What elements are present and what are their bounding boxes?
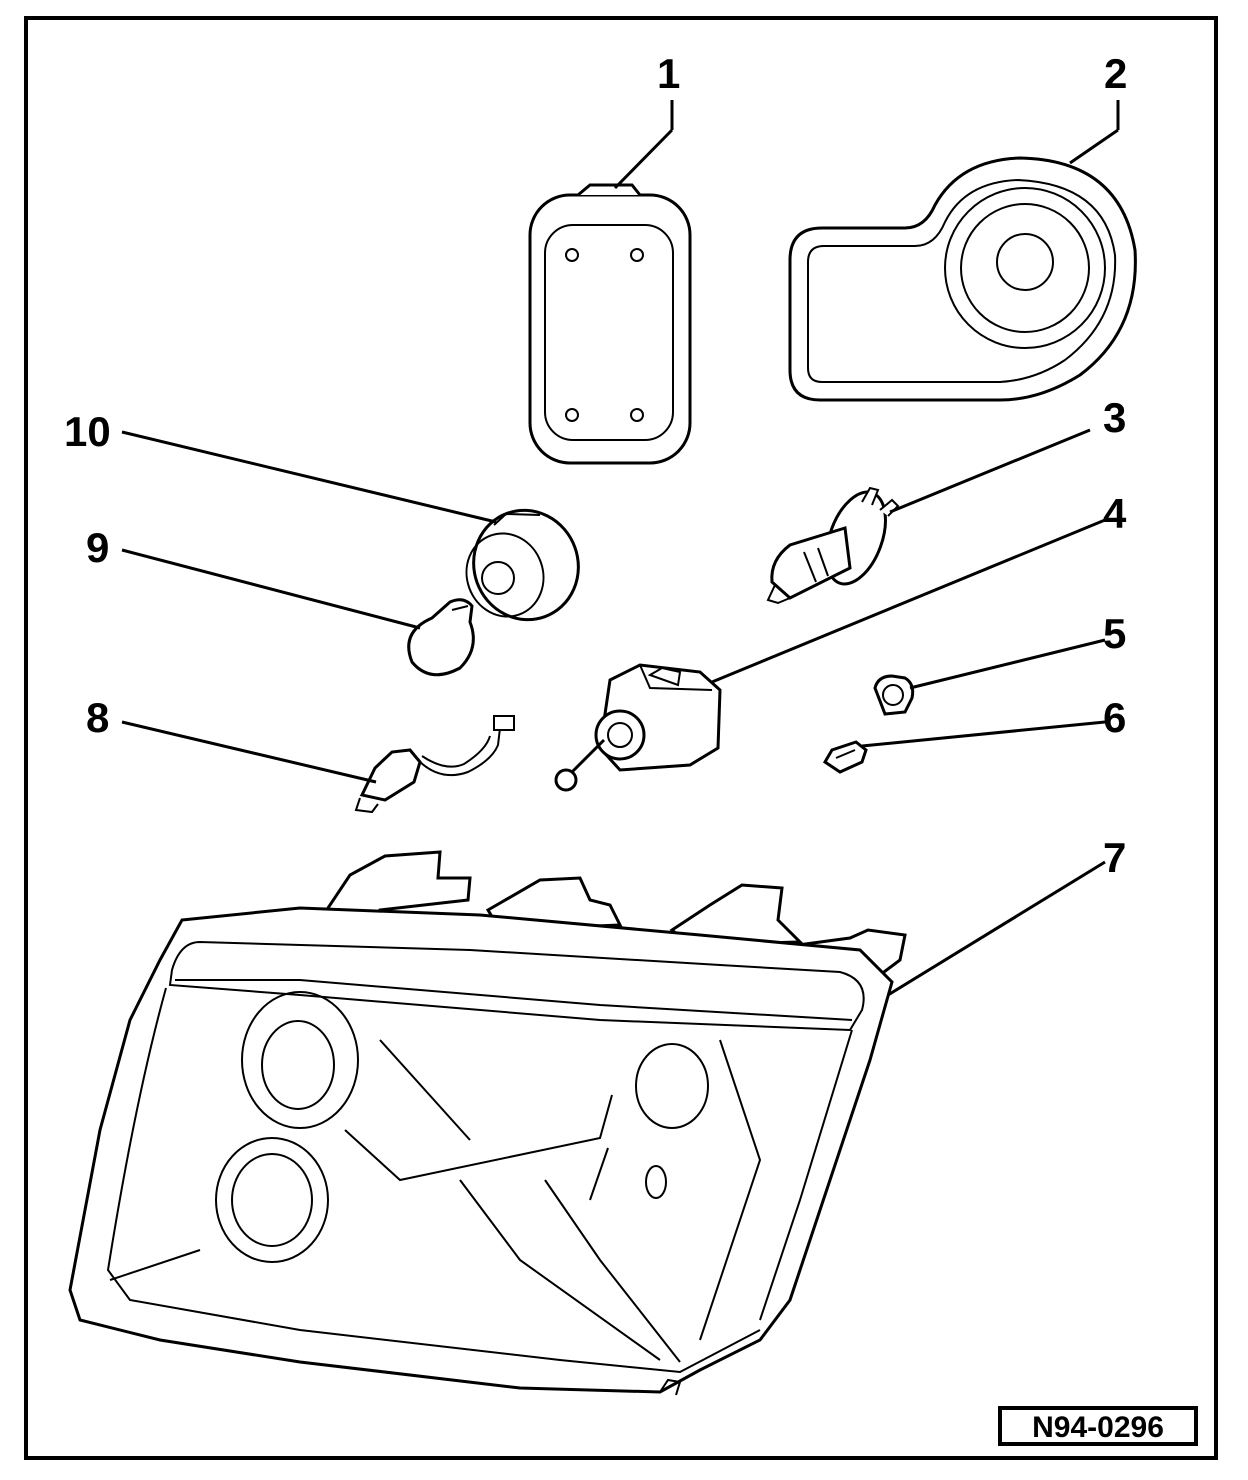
part-8-fog-bulb (354, 715, 515, 814)
part-2-rear-cover (788, 156, 1137, 402)
callout-8: 8 (86, 694, 109, 741)
callout-6: 6 (1103, 694, 1126, 741)
leader-line-2b (1069, 128, 1119, 165)
leader-line-6 (861, 720, 1106, 748)
part-6-side-bulb (822, 740, 868, 774)
callout-4: 4 (1103, 490, 1127, 537)
callout-7: 7 (1103, 834, 1126, 881)
part-4-bulb-holder (554, 663, 722, 792)
leader-line-7 (887, 860, 1106, 997)
leader-line-4 (711, 518, 1106, 684)
part-10-bulb-holder-ring (465, 508, 580, 622)
part-1-cover-cap (528, 183, 692, 465)
callout-5: 5 (1103, 610, 1126, 657)
leader-line-5 (909, 638, 1106, 690)
leader-line-10 (121, 430, 497, 524)
leader-line-8 (121, 720, 377, 784)
callout-3: 3 (1103, 394, 1126, 441)
part-7-headlight-housing (68, 850, 907, 1396)
part-9-indicator-bulb (407, 598, 475, 677)
reference-code: N94-0296 (1032, 1411, 1164, 1444)
callout-10: 10 (64, 408, 111, 455)
leader-line-1b (613, 128, 674, 190)
callout-1: 1 (657, 50, 680, 97)
part-3-main-bulb (766, 486, 900, 605)
reference-code-box (998, 1406, 1198, 1446)
callout-9: 9 (86, 524, 109, 571)
leader-line-9 (121, 548, 421, 630)
callout-2: 2 (1104, 50, 1127, 97)
part-5-side-bulb-socket (873, 674, 915, 716)
leader-line-3 (889, 428, 1091, 514)
